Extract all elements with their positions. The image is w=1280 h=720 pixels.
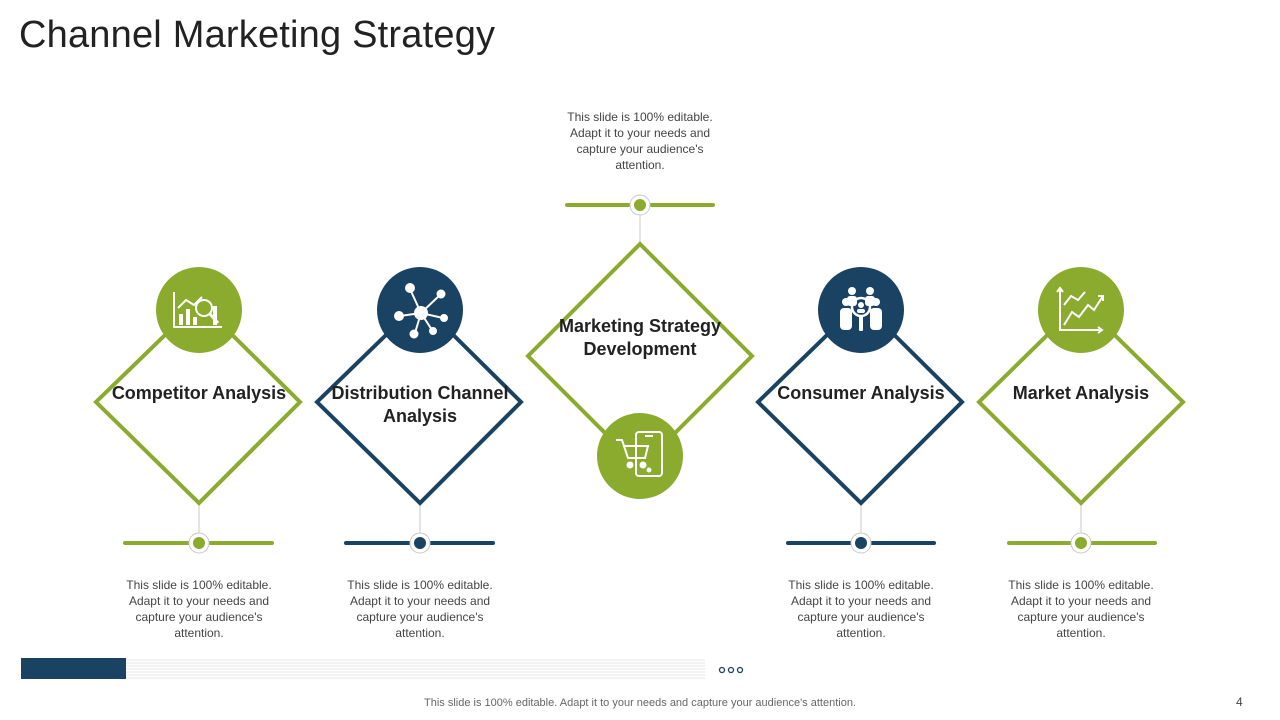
item-label: Market Analysis (1012, 383, 1150, 403)
footer-note: This slide is 100% editable. Adapt it to… (424, 697, 856, 709)
timeline-node (414, 537, 426, 549)
diamond-frame (976, 299, 1186, 506)
progress-decoration (21, 658, 744, 679)
analytics-search-icon (173, 292, 222, 328)
item-description: This slide is 100% editable. Adapt it to… (1008, 578, 1154, 640)
item-marketing-strategy-development (525, 194, 755, 499)
item-description: This slide is 100% editable. Adapt it to… (347, 578, 493, 640)
item-consumer-analysis (755, 267, 965, 554)
consumer-group-icon (840, 287, 882, 331)
icon-badge (1038, 267, 1124, 353)
timeline-node (634, 199, 646, 211)
growth-chart-icon (1056, 286, 1104, 334)
item-description: This slide is 100% editable. Adapt it to… (126, 578, 272, 640)
slide-title: Channel Marketing Strategy (19, 14, 496, 56)
progress-fill (21, 658, 126, 679)
diamond-frame (314, 299, 524, 506)
timeline-node (193, 537, 205, 549)
item-description: This slide is 100% editable. Adapt it to… (567, 110, 713, 172)
diamond-frame (755, 299, 965, 506)
page-number: 4 (1236, 695, 1243, 709)
mobile-shopping-cart-icon (616, 431, 663, 477)
network-nodes-icon (394, 283, 448, 339)
dot-indicator (718, 666, 726, 674)
timeline-node (1075, 537, 1087, 549)
item-label: Marketing Strategy Development (558, 316, 722, 359)
item-market-analysis (976, 267, 1186, 554)
timeline-node (855, 537, 867, 549)
item-description: This slide is 100% editable. Adapt it to… (788, 578, 934, 640)
item-label: Distribution Channel Analysis (331, 383, 509, 426)
item-label: Competitor Analysis (111, 383, 287, 403)
dot-indicator (727, 666, 735, 674)
item-competitor-analysis (93, 267, 303, 554)
item-distribution-channel-analysis (314, 267, 524, 554)
icon-badge (156, 267, 242, 353)
diamond-frame (93, 299, 303, 506)
dot-indicator (736, 666, 744, 674)
item-label: Consumer Analysis (777, 383, 945, 403)
icon-badge (597, 413, 683, 499)
